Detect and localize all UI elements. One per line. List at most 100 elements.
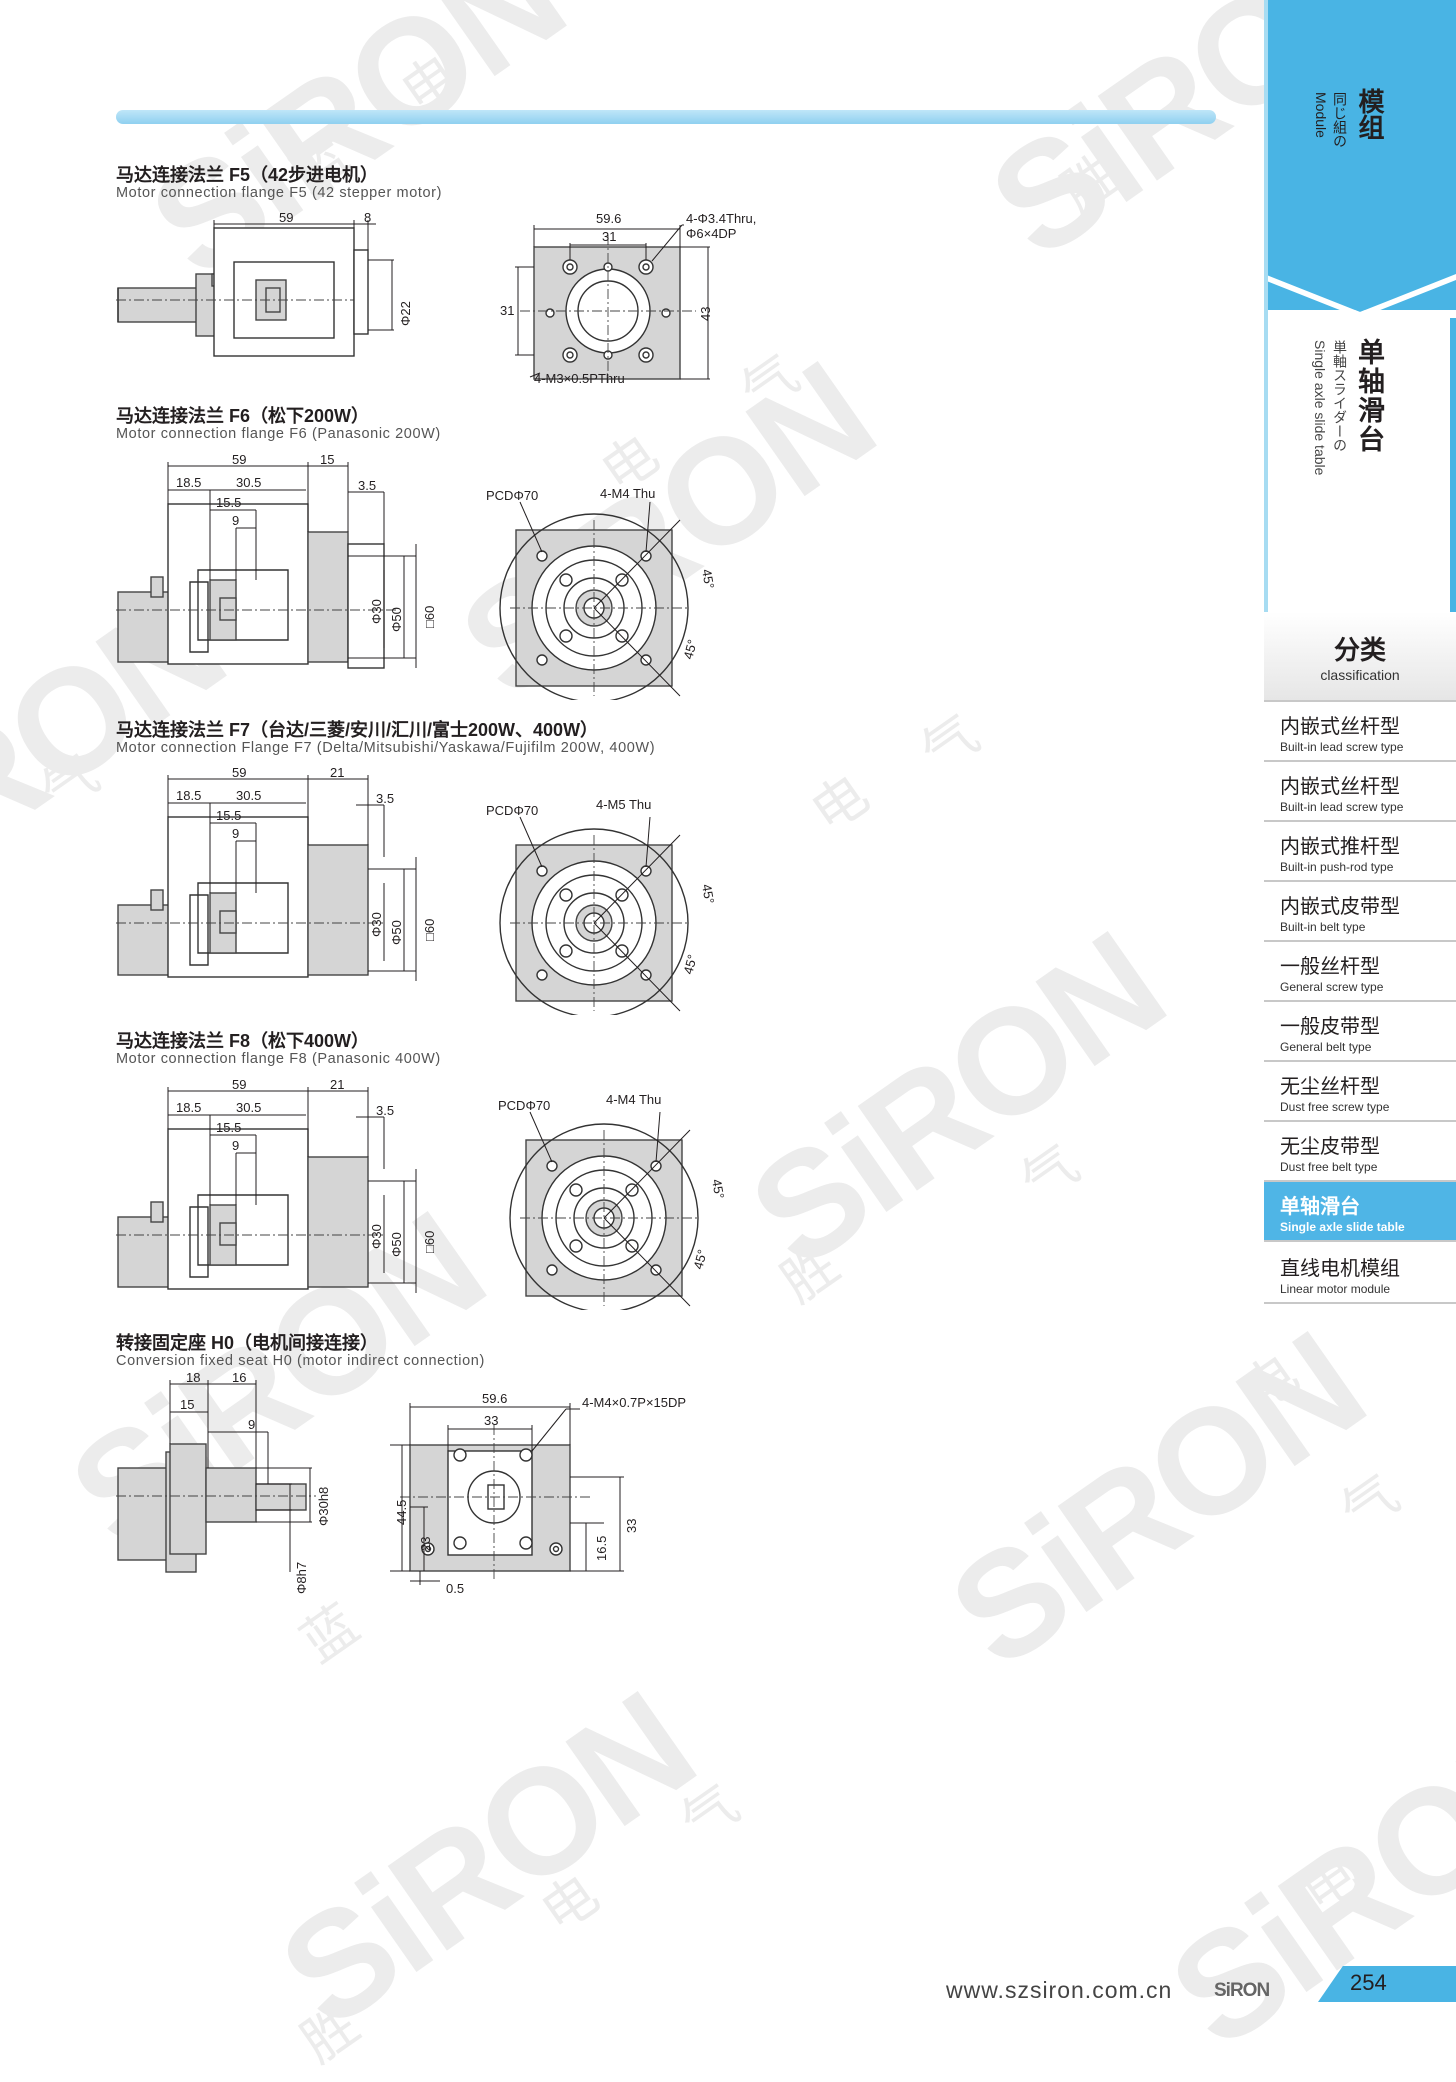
dim-label: 45° xyxy=(680,638,700,661)
dim-label: PCDΦ70 xyxy=(486,803,538,818)
sidebar-current-cn: 单轴滑台 xyxy=(1354,338,1384,454)
dim-label: 33 xyxy=(484,1413,498,1428)
category-label: 内嵌式推杆型 xyxy=(1280,836,1400,858)
dim-label: 15.5 xyxy=(216,808,241,823)
dim-label: Φ30h8 xyxy=(316,1487,331,1526)
f5-side-view-drawing: 59 8 Φ22 xyxy=(116,210,413,357)
category-sublabel: Linear motor module xyxy=(1280,1282,1391,1296)
page-number: 254 xyxy=(1350,1970,1387,1995)
dim-label: Φ50 xyxy=(389,607,404,632)
dim-label: 8 xyxy=(364,210,371,225)
category-label: 单轴滑台 xyxy=(1280,1196,1360,1218)
dim-label: 3.5 xyxy=(376,1103,394,1118)
dim-label: 18.5 xyxy=(176,475,201,490)
category-label: 内嵌式丝杆型 xyxy=(1280,716,1400,738)
dim-label: 0.5 xyxy=(446,1581,464,1595)
dim-label: 45° xyxy=(709,1178,727,1200)
sidebar-current-panel xyxy=(1264,318,1456,612)
sidebar-module-panel xyxy=(1264,0,1456,310)
dim-label: 4-M4 Thu xyxy=(600,486,655,501)
sidebar-classification-header: 分类 classification xyxy=(1264,612,1456,702)
section-title-f7: 马达连接法兰 F7（台达/三菱/安川/汇川/富士200W、400W） xyxy=(116,720,599,740)
section-subtitle-f5: Motor connection flange F5 (42 stepper m… xyxy=(116,185,443,201)
section-subtitle-h0: Conversion fixed seat H0 (motor indirect… xyxy=(116,1353,485,1369)
dim-label: 23 xyxy=(418,1537,433,1551)
dim-label: 16.5 xyxy=(594,1536,609,1561)
category-item-linear-motor-module[interactable]: 直线电机模组 Linear motor module xyxy=(1264,1244,1456,1304)
watermark-char: 气 xyxy=(910,703,990,785)
dim-label: 30.5 xyxy=(236,788,261,803)
dim-label: 15.5 xyxy=(216,1120,241,1135)
dim-label: 9 xyxy=(248,1417,255,1432)
dim-label: 3.5 xyxy=(358,478,376,493)
dim-label: Φ30 xyxy=(369,912,384,937)
dim-label: 43 xyxy=(698,307,713,321)
category-sublabel: Built-in lead screw type xyxy=(1280,800,1404,814)
dim-label: 4-M5 Thu xyxy=(596,797,651,812)
dim-label: 59 xyxy=(232,1077,246,1092)
dim-label: 3.5 xyxy=(376,791,394,806)
dim-label: 4-M4 Thu xyxy=(606,1092,661,1107)
dim-label: 15 xyxy=(320,452,334,467)
f8-side-view-drawing: 59 21 18.5 30.5 15.5 9 3.5 Φ30 Φ50 □60 xyxy=(116,1077,437,1293)
sidebar-module-en: Module xyxy=(1313,92,1329,138)
category-label: 内嵌式皮带型 xyxy=(1280,896,1400,918)
section-title-h0: 转接固定座 H0（电机间接连接） xyxy=(116,1333,379,1353)
dim-label: 4-M3×0.5PThru xyxy=(534,371,625,385)
dim-label: 21 xyxy=(330,1077,344,1092)
section-subtitle-f8: Motor connection flange F8 (Panasonic 40… xyxy=(116,1051,441,1067)
f8-front-view-drawing: PCDΦ70 4-M4 Thu 45° 45° xyxy=(498,1092,727,1310)
section-title-f6: 马达连接法兰 F6（松下200W） xyxy=(116,406,370,426)
sidebar-module-cn: 模组 xyxy=(1355,88,1385,140)
dim-label: PCDΦ70 xyxy=(498,1098,550,1113)
f6-side-view-drawing: 59 15 18.5 30.5 15.5 9 3.5 Φ30 Φ50 □60 xyxy=(116,452,437,669)
footer-brand-logo: SiRON xyxy=(1214,1980,1270,2001)
footer-website-url[interactable]: www.szsiron.com.cn xyxy=(946,1977,1173,2003)
dim-label: 9 xyxy=(232,1138,239,1153)
dim-label: 30.5 xyxy=(236,1100,261,1115)
page-number-tab xyxy=(1318,1966,1456,2002)
dim-label: Φ8h7 xyxy=(294,1562,309,1594)
f7-side-view-drawing: 59 21 18.5 30.5 15.5 9 3.5 Φ30 Φ50 □60 xyxy=(116,765,437,981)
dim-label: Φ30 xyxy=(369,599,384,624)
dim-label: 31 xyxy=(602,229,616,244)
dim-label: 18 xyxy=(186,1372,200,1385)
dim-label: 18.5 xyxy=(176,1100,201,1115)
dim-label: Φ22 xyxy=(398,301,413,326)
section-title-f5: 马达连接法兰 F5（42步进电机） xyxy=(116,165,379,185)
sidebar-current-jp: 単軸スライダーの xyxy=(1332,340,1348,452)
category-label: 内嵌式丝杆型 xyxy=(1280,776,1400,798)
dim-label: 4-Φ3.4Thru, xyxy=(686,211,756,226)
category-item-builtin-lead-screw-2[interactable]: 内嵌式丝杆型 Built-in lead screw type xyxy=(1264,762,1456,822)
dim-label: PCDΦ70 xyxy=(486,488,538,503)
f6-front-view-drawing: PCDΦ70 4-M4 Thu 45° 45° xyxy=(486,486,717,700)
h0-front-view-drawing: 59.6 33 4-M4×0.7P×15DP 44.5 23 16.5 33 0… xyxy=(390,1391,686,1595)
sidebar-divider xyxy=(1264,0,1268,612)
section-subtitle-f7: Motor connection Flange F7 (Delta/Mitsub… xyxy=(116,740,656,756)
dim-label: 30.5 xyxy=(236,475,261,490)
header-accent-bar xyxy=(116,110,1216,124)
dim-label: Φ6×4DP xyxy=(686,226,736,241)
classification-cn: 分类 xyxy=(1333,635,1386,665)
dim-label: Φ50 xyxy=(389,920,404,945)
dim-label: □60 xyxy=(422,919,437,941)
category-sublabel: General belt type xyxy=(1280,1040,1372,1054)
category-sublabel: Dust free belt type xyxy=(1280,1160,1378,1174)
category-label: 直线电机模组 xyxy=(1280,1258,1400,1280)
dim-label: 45° xyxy=(680,953,700,976)
classification-en: classification xyxy=(1320,667,1400,683)
category-label: 无尘丝杆型 xyxy=(1280,1076,1380,1098)
h0-side-view-drawing: 18 16 15 9 Φ30h8 Φ8h7 xyxy=(116,1372,331,1594)
f7-front-view-drawing: PCDΦ70 4-M5 Thu 45° 45° xyxy=(486,797,717,1015)
dim-label: 59 xyxy=(279,210,293,225)
dim-label: 59 xyxy=(232,765,246,780)
dim-label: 9 xyxy=(232,826,239,841)
